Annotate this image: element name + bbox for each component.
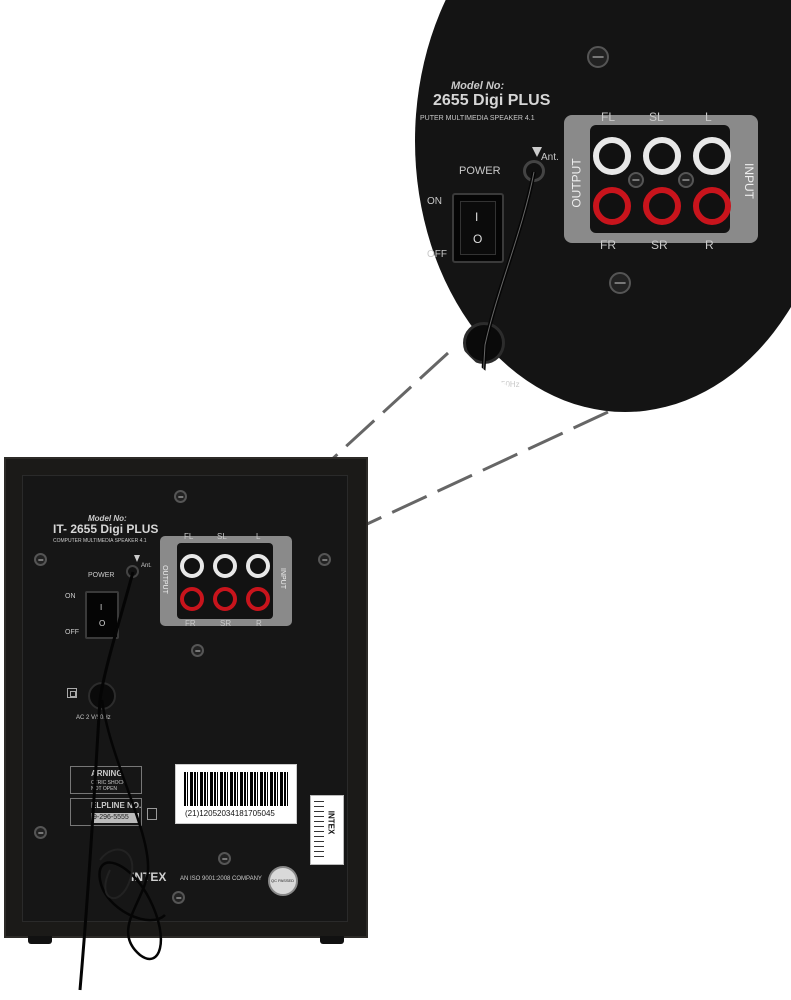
screw xyxy=(609,272,631,294)
zoom-label-r: R xyxy=(705,238,714,252)
model-name: IT- 2655 Digi PLUS xyxy=(53,522,159,536)
zoom-jack-fr[interactable] xyxy=(593,187,631,225)
zoom-on-label: ON xyxy=(427,196,442,207)
barcode-sticker: (21)12052034181705045 xyxy=(175,764,297,824)
ac-label: AC 2 V/50Hz xyxy=(76,715,111,721)
double-insulation-icon xyxy=(67,688,77,698)
screw xyxy=(34,826,47,839)
zoom-model-label: Model No: xyxy=(451,80,505,92)
screw xyxy=(678,172,694,188)
label-fr: FR xyxy=(185,619,196,628)
qc-seal: QC PASSED xyxy=(268,866,298,896)
switch-off-symbol: O xyxy=(99,619,106,628)
label-sl: SL xyxy=(217,532,227,541)
zoom-ac-label: 50Hz xyxy=(501,380,520,389)
side-sticker: INTEX xyxy=(310,795,344,865)
barcode-number: (21)12052034181705045 xyxy=(185,809,275,818)
cabinet-foot xyxy=(28,936,52,944)
screw xyxy=(628,172,644,188)
zoom-label-fl: FL xyxy=(601,110,616,124)
label-r: R xyxy=(256,619,262,628)
zoom-off-label: OFF xyxy=(427,249,447,260)
zoom-label-sl: SL xyxy=(649,110,664,124)
zoom-cable xyxy=(479,171,536,412)
warning-text-1: CTRIC SHOCK xyxy=(91,780,126,786)
warning-sticker: ARNING CTRIC SHOCK NOT OPEN xyxy=(70,766,142,794)
zoom-power-switch[interactable]: I O xyxy=(452,193,504,263)
zoom-jack-fl[interactable] xyxy=(593,137,631,175)
screw xyxy=(191,644,204,657)
helpline-sticker: ELPLINE NO. 9-296-5555 xyxy=(70,798,142,826)
warning-label: ARNING xyxy=(91,769,123,778)
warning-text-2: NOT OPEN xyxy=(91,786,118,792)
qc-label: QC PASSED xyxy=(271,878,295,883)
label-sr: SR xyxy=(220,619,232,628)
label-l: L xyxy=(256,532,261,541)
zoom-jack-l[interactable] xyxy=(693,137,731,175)
zoom-jack-sl[interactable] xyxy=(643,137,681,175)
ant-label: Ant. xyxy=(141,563,152,569)
cabinet-foot xyxy=(320,936,344,944)
model-subtitle: COMPUTER MULTIMEDIA SPEAKER 4.1 xyxy=(53,538,147,544)
zoom-lens: Model No: 2655 Digi PLUS PUTER MULTIMEDI… xyxy=(415,0,791,412)
switch-on-symbol: I xyxy=(100,603,103,612)
antenna-icon xyxy=(532,147,542,157)
zoom-switch-off-symbol: O xyxy=(473,232,483,246)
jack-l[interactable] xyxy=(246,554,270,578)
jack-fl[interactable] xyxy=(180,554,204,578)
antenna-icon xyxy=(134,555,140,562)
screw xyxy=(174,490,187,503)
zoom-ant-label: Ant. xyxy=(541,152,559,163)
jack-fr[interactable] xyxy=(180,587,204,611)
screw xyxy=(318,553,331,566)
jack-sr[interactable] xyxy=(213,587,237,611)
zoom-jack-sr[interactable] xyxy=(643,187,681,225)
zoom-switch-on-symbol: I xyxy=(475,210,479,224)
zoom-label-l: L xyxy=(705,110,712,124)
power-switch[interactable]: I O xyxy=(85,591,119,639)
model-label: Model No: xyxy=(88,514,127,523)
iso-text: AN ISO 9001:2008 COMPANY xyxy=(180,876,262,882)
zoom-label-sr: SR xyxy=(651,238,668,252)
barcode-bars xyxy=(184,772,288,806)
screw xyxy=(172,891,185,904)
on-label: ON xyxy=(65,593,76,600)
brand-logo: INTEX xyxy=(131,870,167,884)
screw xyxy=(218,852,231,865)
label-fl: FL xyxy=(184,532,194,541)
zoom-model-name: 2655 Digi PLUS xyxy=(433,92,551,109)
jack-r[interactable] xyxy=(246,587,270,611)
zoom-subtitle: PUTER MULTIMEDIA SPEAKER 4.1 xyxy=(420,115,535,122)
recycle-bin-icon xyxy=(147,808,157,820)
screw xyxy=(587,46,609,68)
zoom-label-fr: FR xyxy=(600,238,616,252)
off-label: OFF xyxy=(65,629,79,636)
screw xyxy=(34,553,47,566)
zoom-jack-r[interactable] xyxy=(693,187,731,225)
zoom-power-label: POWER xyxy=(459,165,501,177)
helpline-label: ELPLINE NO. xyxy=(91,801,142,810)
jack-sl[interactable] xyxy=(213,554,237,578)
power-label: POWER xyxy=(88,572,115,579)
helpline-number: 9-296-5555 xyxy=(93,814,129,821)
